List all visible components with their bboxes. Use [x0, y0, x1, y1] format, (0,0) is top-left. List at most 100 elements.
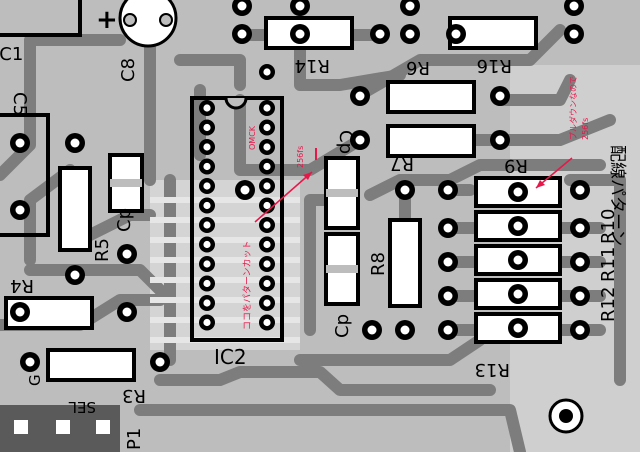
- solder-pad-hole: [575, 223, 585, 233]
- ic2-notch: [224, 97, 248, 110]
- solder-pads: [10, 0, 590, 372]
- p1-label: P1: [124, 428, 145, 450]
- solder-pad-hole: [443, 291, 453, 301]
- solder-pad-hole: [400, 185, 410, 195]
- solder-pad-hole: [263, 123, 271, 132]
- solder-pad-hole: [295, 29, 305, 39]
- solder-pad-hole: [263, 299, 271, 307]
- solder-pad-hole: [575, 325, 585, 335]
- solder-pad-hole: [203, 201, 211, 210]
- cut-arrow: [254, 171, 313, 223]
- connector-pin: [56, 420, 70, 434]
- solder-pad-hole: [405, 29, 415, 39]
- r3-label: R3: [122, 385, 146, 406]
- solder-pad-hole: [203, 162, 211, 171]
- r8-label: R8: [368, 252, 389, 276]
- cp-top-label: Cp: [335, 130, 356, 154]
- cp-bottom-label: Cp: [332, 314, 353, 338]
- pulldown-annotation-line2: 256fs: [581, 118, 590, 140]
- c8-pad: [123, 13, 137, 27]
- solder-pad-hole: [237, 1, 247, 11]
- solder-pad-hole: [355, 135, 365, 145]
- r9-label: R9: [504, 155, 528, 176]
- solder-pad-hole: [263, 162, 271, 171]
- solder-pad-hole: [237, 29, 247, 39]
- wiring-pattern-label: 配線パターン: [607, 145, 627, 246]
- cut-arrow-head: [303, 172, 312, 180]
- r7-body: [386, 124, 476, 158]
- solder-pad-hole: [263, 279, 271, 288]
- mounting-hole-center: [559, 409, 573, 423]
- solder-pad-hole: [15, 307, 25, 317]
- solder-pad-hole: [25, 357, 35, 367]
- solder-pad-hole: [513, 289, 523, 299]
- r3-body: [46, 348, 136, 382]
- connector-pin: [14, 420, 28, 434]
- solder-pad-hole: [375, 29, 385, 39]
- solder-pad-hole: [203, 182, 211, 190]
- r7-label: R7: [390, 153, 414, 174]
- connector-pin: [96, 420, 110, 434]
- solder-pad-hole: [443, 257, 453, 267]
- solder-pad-hole: [513, 255, 523, 265]
- solder-pad-hole: [575, 291, 585, 301]
- r13-label: R13: [475, 359, 510, 380]
- pulldown-arrow-head: [536, 180, 545, 188]
- solder-pad-hole: [513, 221, 523, 231]
- solder-pad-hole: [495, 91, 505, 101]
- solder-pad-hole: [451, 29, 461, 39]
- solder-pad-hole: [263, 68, 271, 76]
- solder-pad-hole: [295, 1, 305, 11]
- ic2-label: IC2: [214, 345, 247, 369]
- solder-pad-hole: [203, 143, 211, 151]
- c5-label: C5: [9, 92, 30, 116]
- solder-pad-hole: [203, 104, 211, 112]
- r5-body: [58, 166, 92, 252]
- solder-pad-hole: [15, 205, 25, 215]
- r11-label: R11: [598, 247, 619, 282]
- solder-pad-hole: [400, 325, 410, 335]
- solder-pad-hole: [263, 104, 271, 112]
- r16-label: R16: [477, 55, 512, 76]
- solder-pad-hole: [70, 138, 80, 148]
- pulldown-annotation-line1: プルダウンなので: [568, 76, 578, 140]
- solder-pad-hole: [569, 1, 579, 11]
- solder-pad-hole: [569, 29, 579, 39]
- ic2-lead-traces: [150, 197, 300, 343]
- solder-pad-hole: [70, 270, 80, 280]
- solder-pad-hole: [122, 307, 132, 317]
- cp-left-label: Cp: [114, 208, 135, 232]
- solder-pad-hole: [15, 138, 25, 148]
- solder-pad-hole: [122, 249, 132, 259]
- solder-pad-hole: [203, 240, 211, 249]
- c8-label: C8: [118, 58, 139, 82]
- solder-pad-hole: [263, 240, 271, 249]
- c5-outline: [0, 113, 50, 237]
- ic1-outline: [0, 0, 82, 37]
- sel-label: SEL: [68, 398, 96, 416]
- r6-body: [386, 80, 476, 114]
- solder-pad-hole: [405, 1, 415, 11]
- solder-pad-hole: [263, 182, 271, 190]
- solder-pad-hole: [263, 318, 271, 327]
- solder-pad-hole: [203, 279, 211, 288]
- solder-pad-hole: [263, 143, 271, 151]
- solder-pad-hole: [443, 223, 453, 233]
- solder-pad-hole: [263, 201, 271, 210]
- solder-pad-hole: [240, 185, 250, 195]
- solder-pad-hole: [203, 260, 211, 268]
- solder-pad-hole: [513, 323, 523, 333]
- solder-pad-hole: [263, 221, 271, 229]
- r8-body: [388, 218, 422, 308]
- r10-label: R10: [598, 209, 619, 244]
- solder-pad-hole: [355, 91, 365, 101]
- solder-pad-hole: [203, 318, 211, 327]
- c8-pad: [159, 13, 173, 27]
- solder-pad-hole: [513, 187, 523, 197]
- ic1-label: IC1: [0, 44, 23, 65]
- c8-capacitor: [118, 0, 178, 48]
- cut-note-annotation: ココをパターンカット: [242, 240, 253, 330]
- r6-label: R6: [406, 57, 430, 78]
- omck-annotation: OMCK: [248, 125, 257, 150]
